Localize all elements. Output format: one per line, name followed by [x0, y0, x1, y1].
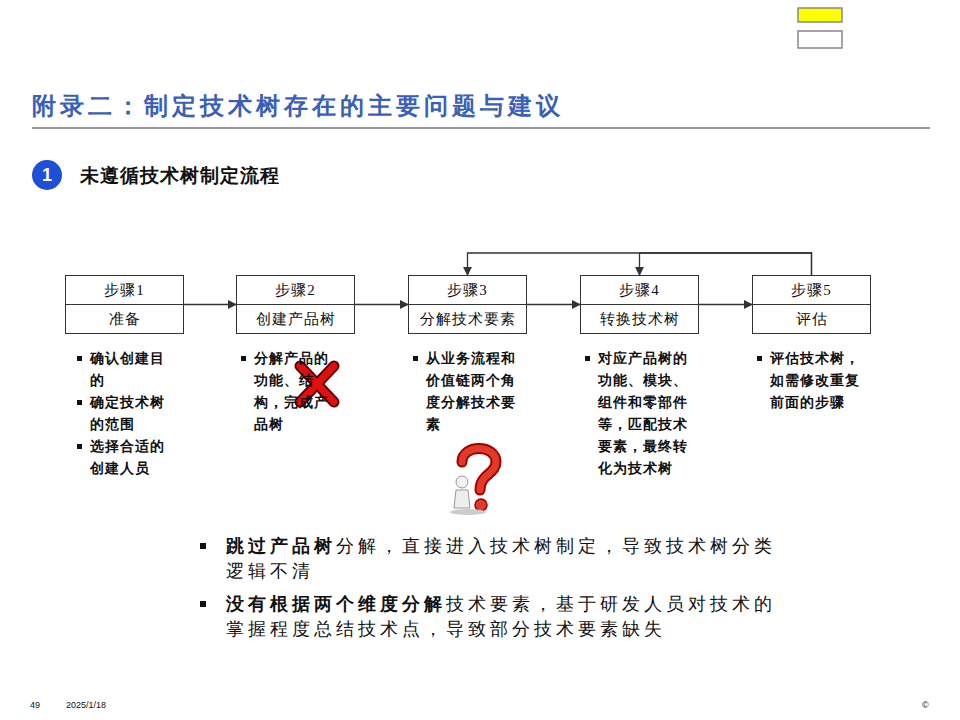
process-box: 步骤5评估	[752, 275, 871, 334]
bullet-item: 选择合适的创建人员	[76, 436, 166, 480]
node-label: 转换技术树	[581, 305, 698, 333]
heading-group: 未遵循技术树制定流程	[80, 163, 280, 189]
bold-text: 没有根据两个维度分解	[226, 594, 446, 614]
step-number: 步骤3	[409, 276, 526, 305]
bold-text: 跳过产品树	[226, 536, 336, 556]
foot-group: 49	[30, 700, 40, 710]
foot-group: 2025/1/18	[66, 700, 106, 710]
node-label: 分解技术要素	[409, 305, 526, 333]
col-group: 从业务流程和价值链两个角度分解技术要素	[412, 348, 518, 436]
bullet-item: 确认创建目的	[76, 348, 166, 392]
flow-arrow	[640, 253, 812, 275]
page-title: 附录二：制定技术树存在的主要问题与建议	[32, 90, 564, 122]
number-circle: 1	[32, 160, 62, 190]
flow-arrow	[184, 304, 236, 305]
process-box: 步骤2创建产品树	[236, 275, 355, 334]
step-number: 步骤2	[237, 276, 354, 305]
bullet-item: 评估技术树，如需修改重复前面的步骤	[756, 348, 862, 414]
bullet-item: 从业务流程和价值链两个角度分解技术要素	[412, 348, 518, 436]
flow-arrow	[699, 304, 752, 305]
col-group: 对应产品树的功能、模块、组件和零部件等，匹配技术要素，最终转化为技术树	[584, 348, 690, 480]
bullet-item: 确定技术树的范围	[76, 392, 166, 436]
node-label: 1	[42, 165, 52, 186]
step-number: 步骤4	[581, 276, 698, 305]
question-figure	[450, 449, 496, 516]
bullet-item: 分解产品的功能、结构，完成产品树	[240, 348, 330, 436]
node-label: 评估	[753, 305, 870, 333]
process-box: 步骤3分解技术要素	[408, 275, 527, 334]
process-box: 步骤1准备	[65, 275, 184, 334]
flow-arrow	[355, 304, 408, 305]
title-rule	[32, 127, 930, 128]
col-group: 分解产品的功能、结构，完成产品树	[240, 348, 330, 436]
process-box: 步骤4转换技术树	[580, 275, 699, 334]
note-text: ©	[922, 700, 929, 710]
flow-arrow	[527, 304, 580, 305]
col-group: 评估技术树，如需修改重复前面的步骤	[756, 348, 862, 414]
step-number: 步骤1	[66, 276, 183, 305]
bullet-item: 对应产品树的功能、模块、组件和零部件等，匹配技术要素，最终转化为技术树	[584, 348, 690, 480]
note-text: 49	[30, 700, 40, 710]
para-group: 跳过产品树分解，直接进入技术树制定，导致技术树分类逻辑不清	[196, 534, 796, 584]
node-label: 准备	[66, 305, 183, 333]
note-text: 2025/1/18	[66, 700, 106, 710]
flow-arrow	[468, 253, 812, 275]
col-group: 确认创建目的确定技术树的范围选择合适的创建人员	[76, 348, 166, 480]
icon-grey	[798, 31, 842, 48]
note-text: 未遵循技术树制定流程	[80, 165, 280, 186]
foot-group: ©	[922, 700, 929, 710]
node-label: 创建产品树	[237, 305, 354, 333]
icon-yellow	[798, 8, 842, 22]
step-number: 步骤5	[753, 276, 870, 305]
para-group: 没有根据两个维度分解技术要素，基于研发人员对技术的掌握程度总结技术点，导致部分技…	[196, 592, 796, 642]
